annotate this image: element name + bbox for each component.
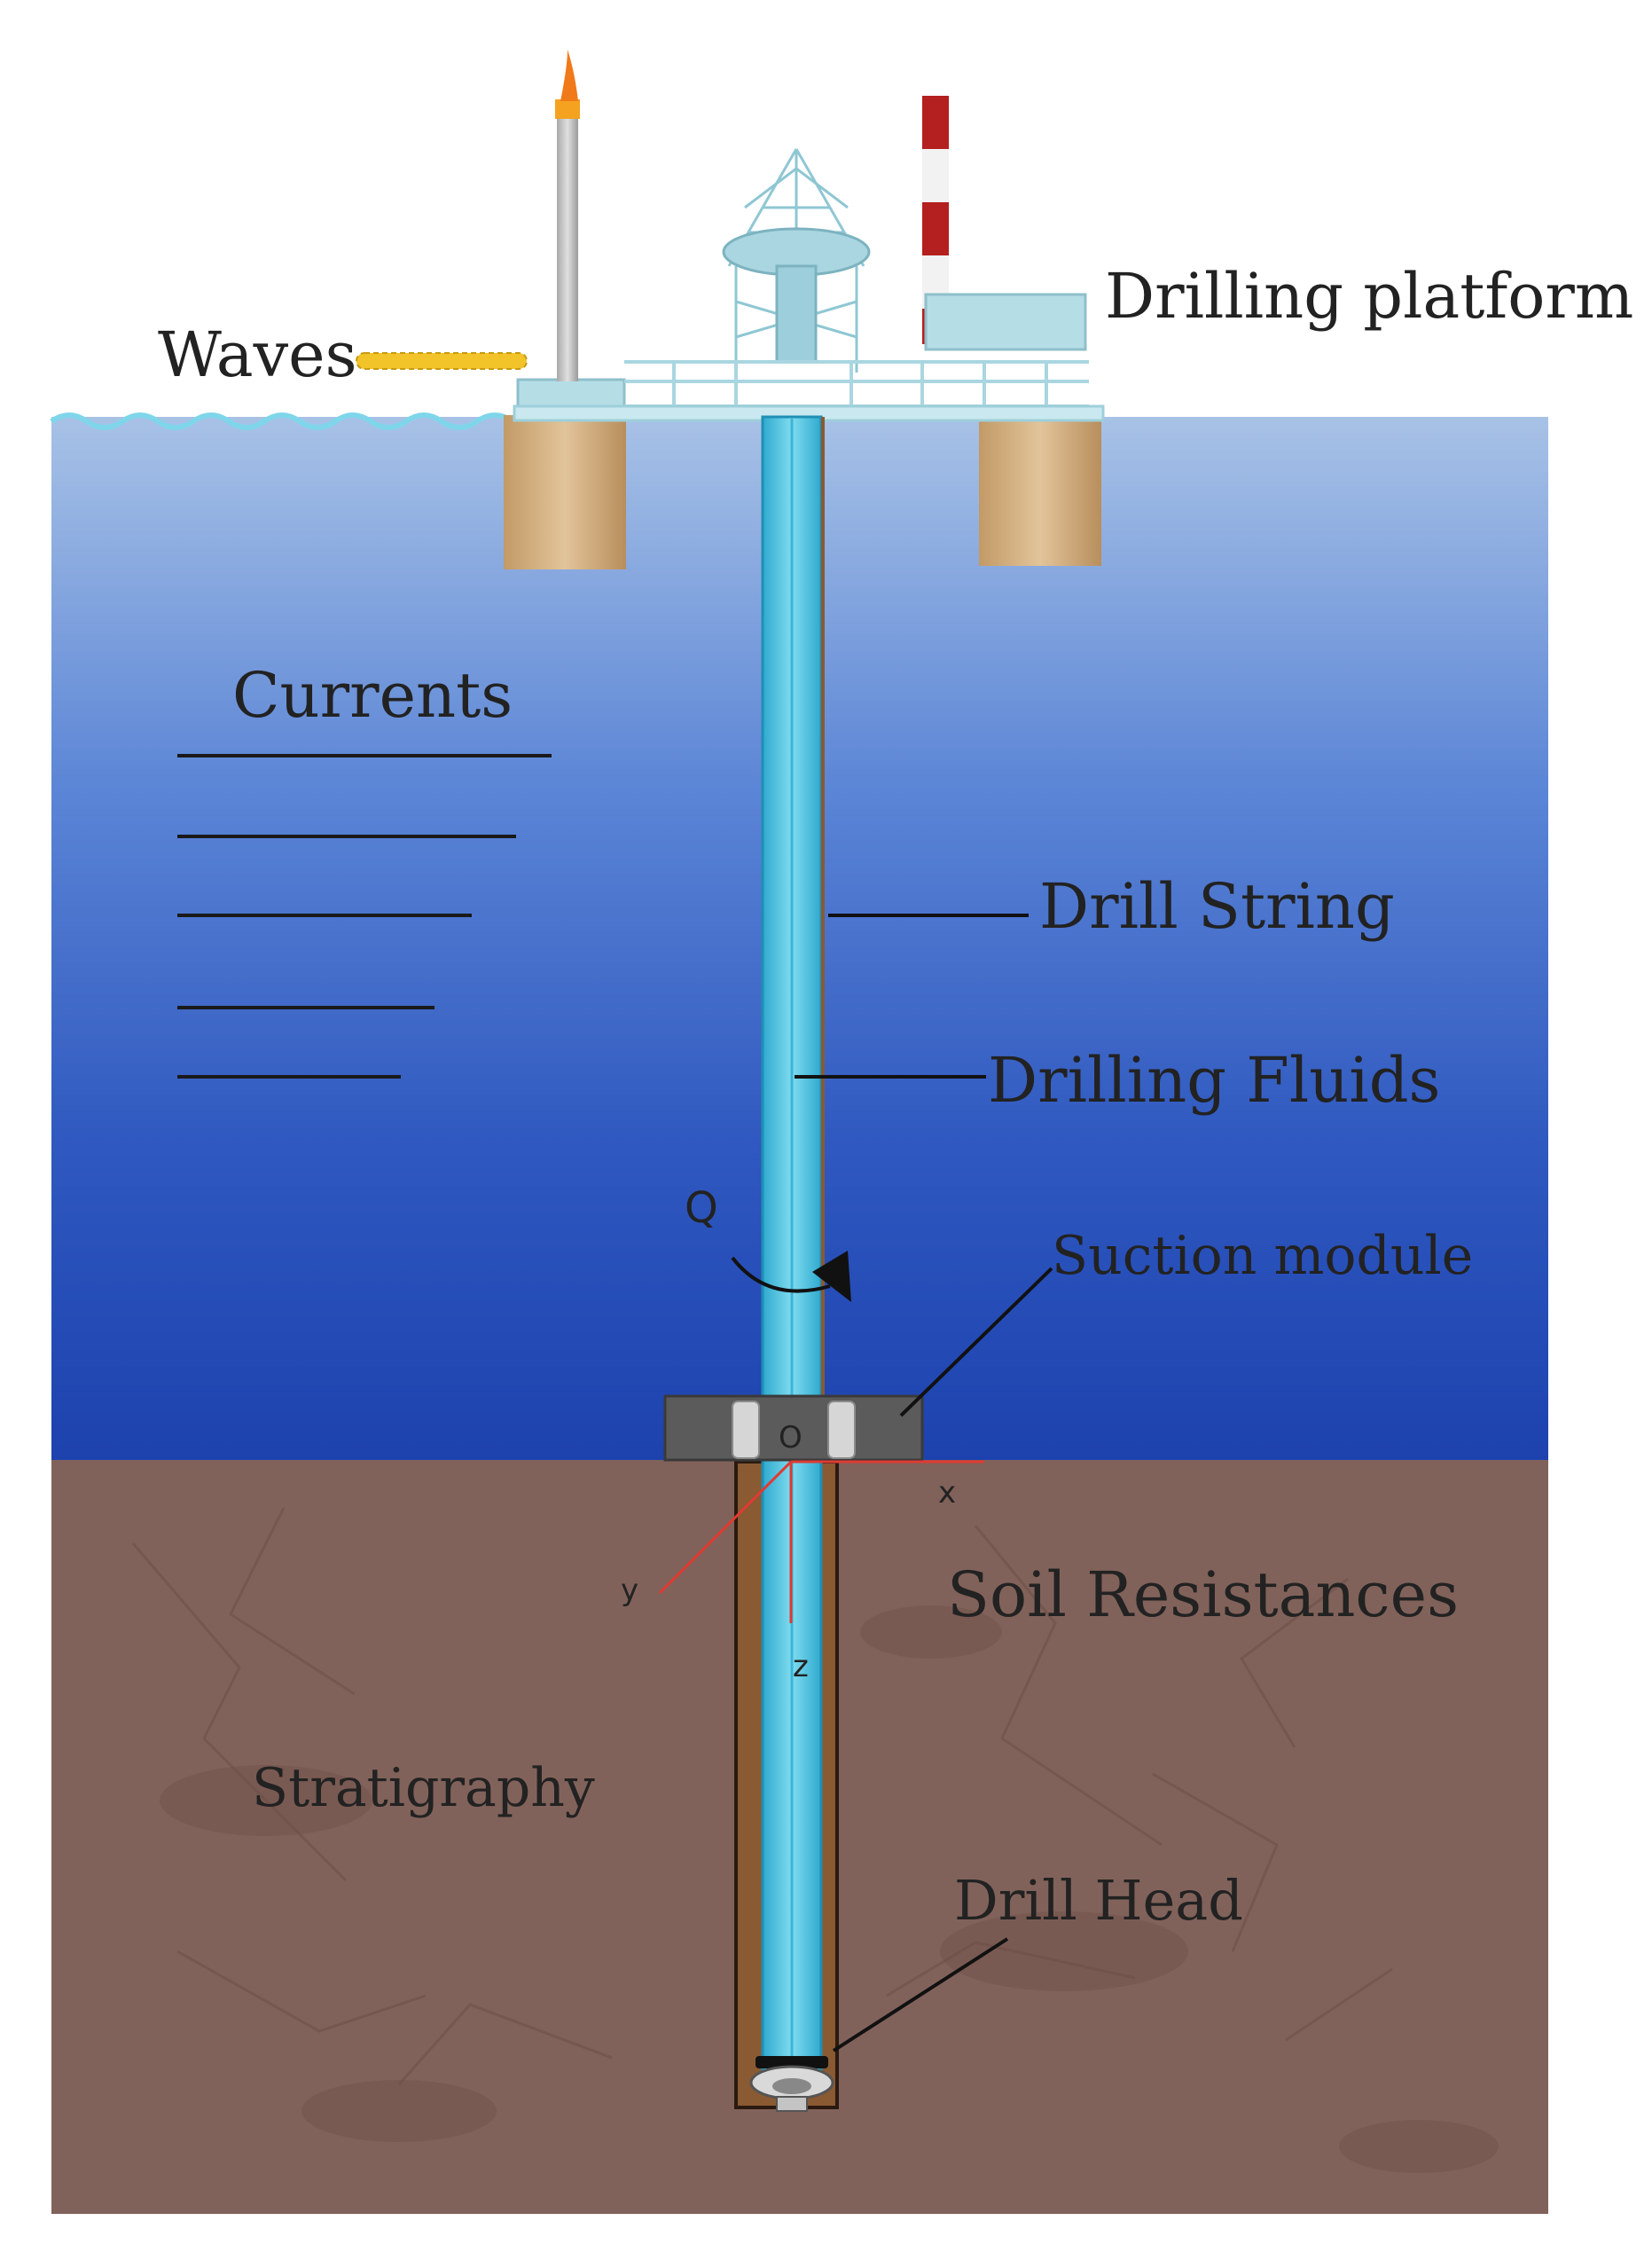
- label-drill-head: Drill Head: [954, 1868, 1243, 1933]
- current-lines: [177, 754, 552, 1079]
- torque-arrow: [731, 1256, 831, 1293]
- label-drill-string: Drill String: [1039, 870, 1395, 943]
- label-stratigraphy: Stratigraphy: [252, 1757, 595, 1819]
- suction-module-leader: [899, 1267, 1053, 1417]
- label-torque-q: Q: [685, 1183, 718, 1233]
- torque-arrowhead: [812, 1251, 851, 1302]
- drill-head-leader: [832, 1937, 1009, 2052]
- label-drilling-fluids: Drilling Fluids: [988, 1044, 1440, 1117]
- waves-arrow: [356, 352, 528, 370]
- leader-lines: [795, 914, 1053, 2052]
- pontoon-left: [504, 415, 626, 569]
- soil-stains: [160, 1605, 1499, 2173]
- label-suction-module: Suction module: [1052, 1225, 1473, 1287]
- axis-y-line: [658, 1460, 793, 1595]
- label-axis-y: y: [621, 1573, 638, 1608]
- drill-head: [749, 2056, 834, 2112]
- deck-module: [924, 293, 1087, 351]
- suction-clamp-right: [827, 1401, 856, 1459]
- suction-module: [663, 1394, 924, 1462]
- flare-tip: [555, 99, 580, 119]
- label-waves: Waves: [158, 318, 357, 391]
- soil-texture: [131, 1507, 1393, 2085]
- label-drilling-platform: Drilling platform: [1105, 260, 1633, 333]
- coordinate-axes: [658, 1460, 984, 1623]
- label-currents: Currents: [232, 659, 513, 732]
- flare-stack: [557, 115, 578, 381]
- pontoon-right: [979, 415, 1101, 566]
- label-origin-o: O: [779, 1420, 803, 1456]
- label-axis-x: x: [938, 1475, 956, 1511]
- flare-flame: [560, 50, 578, 101]
- label-axis-z: z: [793, 1649, 809, 1684]
- label-soil-resistances: Soil Resistances: [947, 1558, 1459, 1631]
- wave-surface: [50, 412, 550, 430]
- suction-clamp-left: [732, 1401, 760, 1459]
- derrick-hub: [775, 264, 818, 364]
